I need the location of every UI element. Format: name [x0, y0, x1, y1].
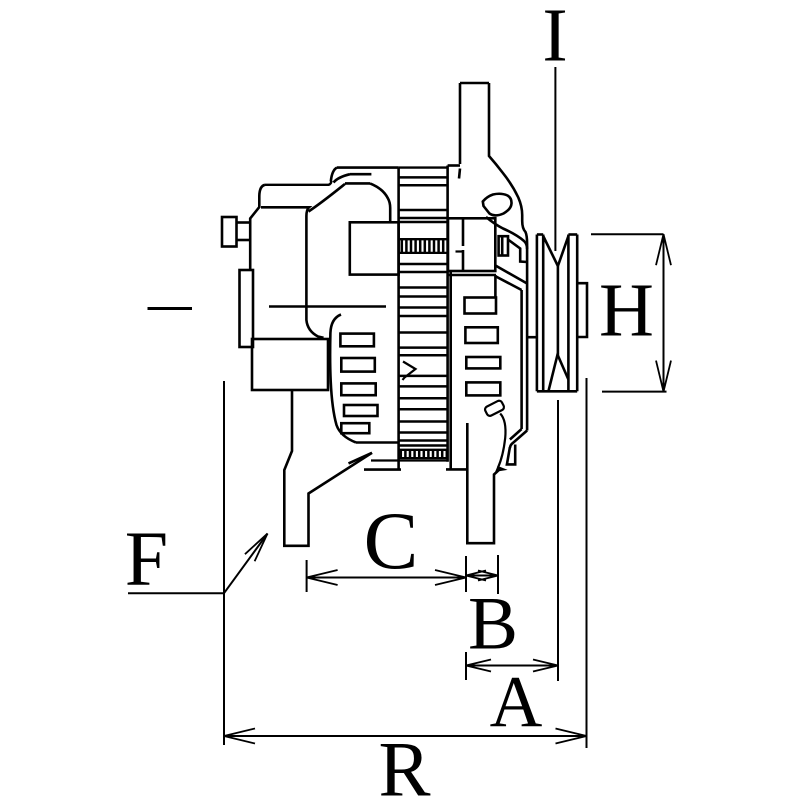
svg-text:H: H — [599, 269, 654, 353]
svg-text:R: R — [378, 726, 430, 800]
svg-text:B: B — [468, 583, 518, 666]
svg-text:C: C — [364, 495, 419, 586]
svg-text:A: A — [490, 661, 543, 742]
svg-text:F: F — [125, 515, 168, 602]
svg-text:I: I — [542, 0, 567, 78]
